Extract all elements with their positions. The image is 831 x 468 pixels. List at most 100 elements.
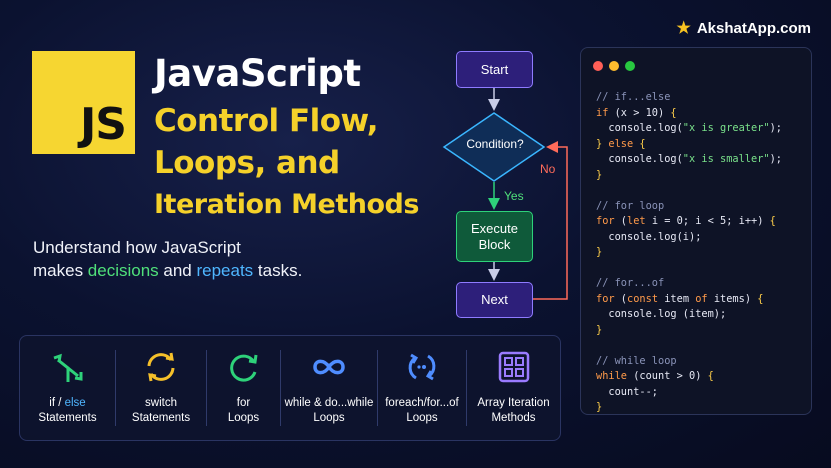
- code-token: }: [596, 246, 603, 258]
- code-line: [596, 338, 782, 354]
- code-token: for: [596, 215, 615, 227]
- code-token: // while loop: [596, 354, 677, 367]
- code-token: else: [608, 137, 634, 150]
- flowchart-start: Start: [456, 51, 533, 88]
- topic-while[interactable]: while & do...while Loops: [281, 336, 377, 440]
- code-token: {: [769, 215, 776, 227]
- topic-line-1: while & do...while: [284, 397, 374, 409]
- switch-cycle-icon: [147, 352, 175, 382]
- flowchart-condition: Condition?: [466, 137, 524, 151]
- code-token: console.log(: [596, 153, 683, 165]
- flowchart-execute-block: Execute Block: [456, 211, 533, 262]
- code-token: (: [614, 215, 628, 227]
- divider: [466, 350, 467, 426]
- code-token: // for loop: [596, 199, 665, 212]
- window-minimize-dot: [609, 61, 619, 71]
- flowchart-next: Next: [456, 282, 533, 318]
- topic-line-2: Loops: [227, 412, 260, 424]
- topic-line-1: foreach/for...of: [385, 397, 459, 409]
- code-line: for (let i = 0; i < 5; i++) {: [596, 214, 782, 230]
- subtitle-highlight-decisions: decisions: [87, 261, 159, 280]
- js-logo: JS: [32, 51, 135, 154]
- topic-switch[interactable]: switch Statements: [116, 336, 206, 440]
- code-line: }: [596, 323, 782, 339]
- flowchart-yes-label: Yes: [504, 189, 524, 203]
- code-token: for: [596, 292, 615, 305]
- code-token: {: [670, 106, 677, 119]
- grid-array-icon: [498, 351, 529, 383]
- code-line: // for...of: [596, 276, 782, 292]
- topic-line-2: Statements: [131, 412, 191, 424]
- code-token: }: [596, 401, 603, 413]
- branch-arrows-icon: [53, 353, 82, 382]
- code-token: );: [769, 122, 782, 134]
- window-close-dot: [593, 61, 603, 71]
- topic-line-2: Methods: [491, 412, 536, 424]
- topics-card: if / else Statements switch Statements: [19, 335, 561, 441]
- code-token: count--;: [596, 385, 658, 398]
- subtitle-text-c: tasks.: [253, 261, 303, 280]
- subtitle-highlight-repeats: repeats: [196, 261, 254, 280]
- code-token: }: [596, 137, 603, 150]
- code-token: of: [695, 292, 708, 305]
- code-token: console.log (item);: [596, 308, 727, 320]
- title-line-3: Loops, and: [154, 145, 340, 181]
- code-token: console.log(: [596, 122, 683, 134]
- code-line: }: [596, 245, 782, 261]
- topic-line-1: Array Iteration: [477, 397, 550, 409]
- topic-line-2: Loops: [313, 412, 345, 424]
- window-maximize-dot: [625, 61, 635, 71]
- brand-name: AkshatApp.com: [696, 19, 811, 37]
- code-line: console.log("x is greater");: [596, 121, 782, 137]
- code-token: }: [596, 323, 603, 336]
- topic-line-2: Loops: [406, 412, 438, 424]
- code-line: while (count > 0) {: [596, 369, 782, 385]
- title-line-4: Iteration Methods: [154, 189, 419, 220]
- flowchart-no-label: No: [540, 162, 556, 176]
- arrow-no-loop: [532, 141, 568, 300]
- condition-diamond: [442, 112, 546, 182]
- topic-line-1: for: [236, 397, 251, 409]
- title-line-1: JavaScript: [154, 52, 361, 95]
- code-token: const: [627, 292, 659, 305]
- topic-array-iteration[interactable]: Array Iteration Methods: [467, 336, 560, 440]
- subtitle-line-1: Understand how JavaScript: [33, 238, 241, 257]
- code-token: i = 0; i < 5; i++): [645, 215, 770, 227]
- code-token: console.log(i);: [596, 230, 702, 243]
- topic-if-else[interactable]: if / else Statements: [20, 336, 115, 440]
- divider: [115, 350, 116, 426]
- topic-slash: /: [55, 397, 65, 409]
- code-token: (: [614, 292, 628, 305]
- brand[interactable]: ★ AkshatApp.com: [676, 18, 811, 38]
- code-line: }: [596, 168, 782, 184]
- code-line: console.log(i);: [596, 230, 782, 246]
- topic-foreach[interactable]: foreach/for...of Loops: [378, 336, 466, 440]
- code-line: [596, 261, 782, 277]
- star-icon: ★: [676, 20, 691, 37]
- execute-line-2: Block: [478, 236, 511, 252]
- code-token: if: [596, 106, 609, 119]
- code-token: (count > 0): [627, 370, 708, 382]
- code-line: // while loop: [596, 354, 782, 370]
- code-token: "x is smaller": [682, 153, 770, 165]
- topic-line-2: Statements: [38, 412, 97, 424]
- code-token: // if...else: [596, 91, 671, 103]
- code-token: {: [707, 370, 714, 382]
- code-token: // for...of: [596, 277, 665, 289]
- code-line: }: [596, 400, 782, 416]
- divider: [377, 350, 378, 426]
- code-token: item: [658, 292, 696, 305]
- divider: [280, 350, 281, 426]
- code-token: );: [769, 153, 782, 165]
- code-token: {: [639, 137, 646, 150]
- refresh-loop-icon: [229, 354, 257, 382]
- topic-for[interactable]: for Loops: [207, 336, 280, 440]
- code-line: } else {: [596, 137, 782, 153]
- divider: [206, 350, 207, 426]
- subtitle-text-a: makes: [33, 261, 88, 280]
- code-line: // for loop: [596, 199, 782, 215]
- code-line: console.log (item);: [596, 307, 782, 323]
